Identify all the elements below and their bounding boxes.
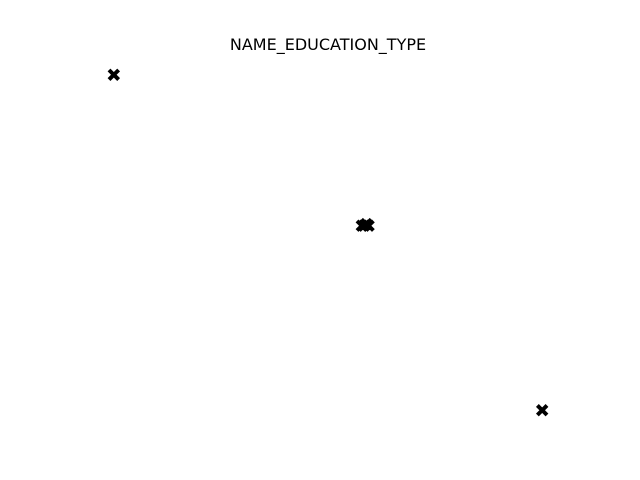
chart-title: NAME_EDUCATION_TYPE [230,35,426,55]
points-layer [107,68,549,417]
scatter-point-4 [362,219,375,232]
scatter-point-0 [107,68,121,81]
scatter-point-5 [535,404,549,417]
